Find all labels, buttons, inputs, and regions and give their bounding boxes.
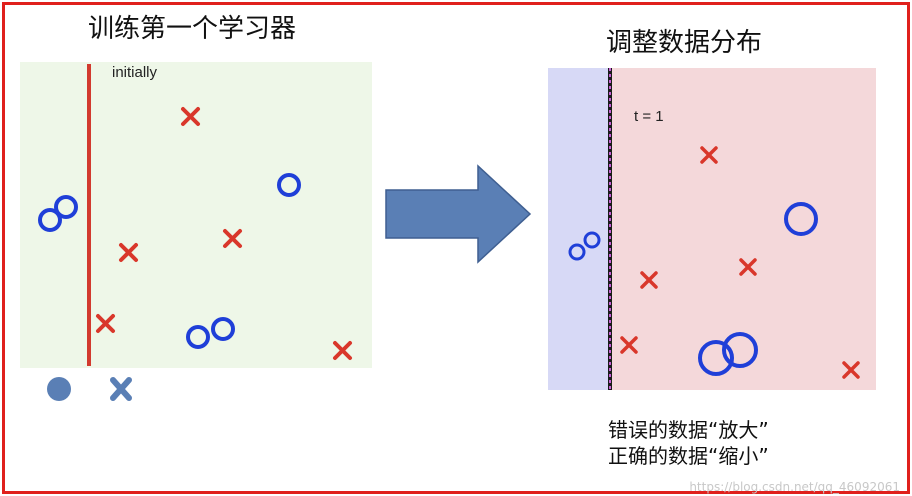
caption-correct-data: 正确的数据“缩小” xyxy=(608,444,769,468)
watermark: https://blog.csdn.net/qq_46092061 xyxy=(689,480,900,494)
red-cross-marker xyxy=(620,336,638,354)
blue-circle-marker xyxy=(698,340,734,376)
blue-circle-marker xyxy=(277,173,301,197)
t-label: t = 1 xyxy=(634,108,664,125)
red-cross-marker xyxy=(181,107,200,126)
filled-circle-icon xyxy=(47,377,71,401)
blue-circle-marker xyxy=(211,317,235,341)
blue-circle-marker xyxy=(54,195,78,219)
red-cross-marker xyxy=(223,229,242,248)
blue-circle-marker xyxy=(583,231,601,249)
left-title: 训练第一个学习器 xyxy=(88,14,297,44)
red-cross-marker xyxy=(842,361,860,379)
right-panel-blue-region xyxy=(548,68,610,390)
red-cross-marker xyxy=(739,258,757,276)
red-cross-marker xyxy=(119,243,138,262)
red-cross-marker xyxy=(96,314,115,333)
right-panel-pink-region xyxy=(610,68,876,390)
red-cross-marker xyxy=(640,271,658,289)
blue-circle-marker xyxy=(784,202,818,236)
blue-circle-marker xyxy=(186,325,210,349)
blue-circle-marker xyxy=(568,243,586,261)
blue-circle-marker xyxy=(722,332,758,368)
red-cross-marker xyxy=(700,146,718,164)
right-title: 调整数据分布 xyxy=(606,28,763,58)
blue-circle-marker xyxy=(38,208,62,232)
initially-label: initially xyxy=(112,64,158,81)
red-cross-marker xyxy=(333,341,352,360)
caption-wrong-data: 错误的数据“放大” xyxy=(608,418,769,442)
right-arrow-icon xyxy=(385,164,532,264)
cross-icon xyxy=(110,377,132,401)
